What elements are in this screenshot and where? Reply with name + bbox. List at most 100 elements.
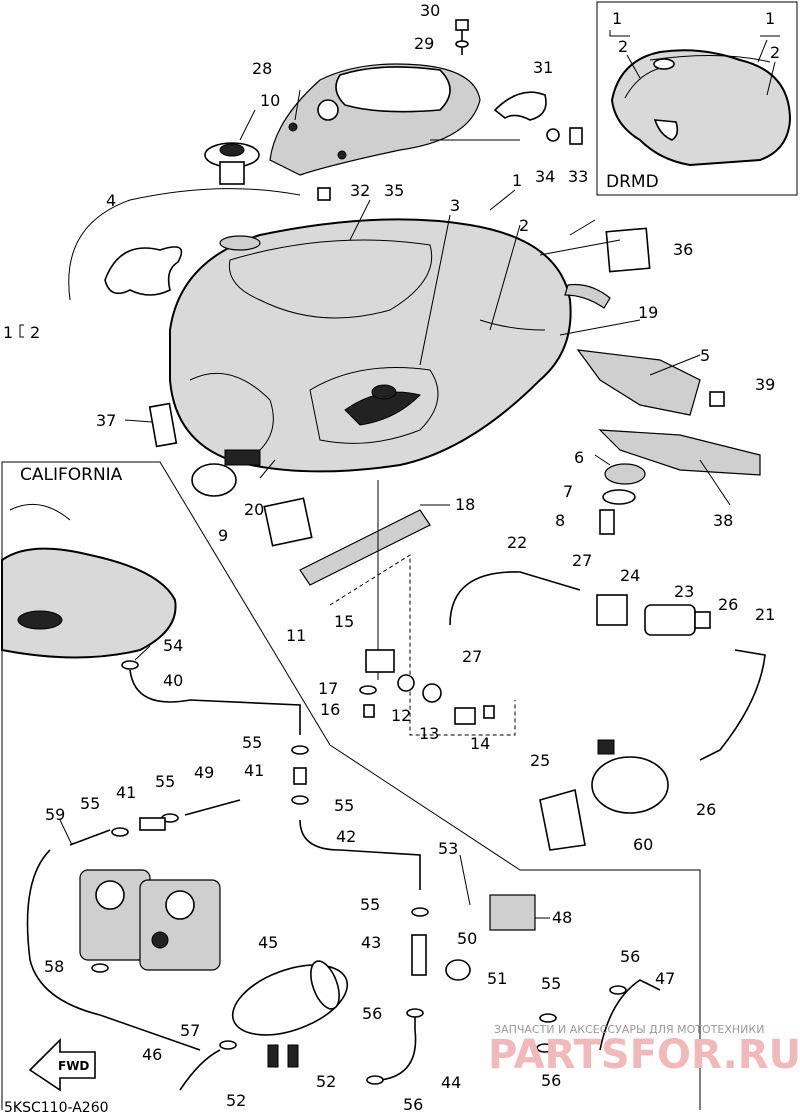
callout-49: 49 [194,763,214,782]
callout-51: 51 [487,969,507,988]
cover-plate [605,227,651,273]
callout-6: 6 [574,448,584,467]
callout-17: 17 [318,679,338,698]
label-1-left: 1 [3,323,13,342]
callout-7: 7 [563,482,573,501]
connector-41b [293,767,307,785]
callout-52-b: 52 [226,1091,246,1110]
fuel-pump [591,739,669,814]
label-2-drmd-left: 2 [618,37,628,56]
lower-bracket [598,429,761,476]
callout-42: 42 [336,827,356,846]
joint-43 [411,934,427,976]
callout-56-d: 56 [403,1095,423,1114]
bolt [569,127,583,145]
callout-18: 18 [455,495,475,514]
callout-8: 8 [555,511,565,530]
bracket [493,91,547,121]
clamp-24 [596,594,628,626]
callout-10: 10 [260,91,280,110]
hose-42 [299,819,421,890]
bolt-top [455,19,469,31]
callout-58: 58 [44,957,64,976]
callout-57: 57 [180,1021,200,1040]
callout-15: 15 [334,612,354,631]
callout-55-a: 55 [242,733,262,752]
callout-48: 48 [552,908,572,927]
bolt-39 [709,391,725,407]
hose-40 [129,669,301,735]
callout-55-c: 55 [80,794,100,813]
leader-lines [59,89,731,919]
callout-9: 9 [218,526,228,545]
callout-39: 39 [755,375,775,394]
label-2-drmd-right: 2 [770,43,780,62]
callout-60: 60 [633,835,653,854]
drmd-label: DRMD [606,172,659,192]
callout-26-top: 26 [718,595,738,614]
watermark: ЗАПЧАСТИ И АКСЕССУАРЫ ДЛЯ МОТОТЕХНИКИ PA… [488,1023,800,1078]
fwd-arrow: FWD [28,1038,96,1092]
callout-27: 27 [462,647,482,666]
bolt-8 [599,509,615,535]
fuel-filter [644,604,711,636]
callout-43: 43 [361,933,381,952]
callout-13: 13 [419,724,439,743]
tank-cap [204,142,260,185]
cover-plate-lower [263,497,313,547]
hose-49 [184,799,241,816]
callout-59: 59 [45,805,65,824]
callout-53: 53 [438,839,458,858]
callout-32: 32 [350,181,370,200]
callout-52-a: 52 [316,1072,336,1091]
callout-41-a: 41 [244,761,264,780]
damper [604,463,646,485]
callout-11: 11 [286,626,306,645]
drmd-inset: DRMD [596,1,798,196]
callout-55-f: 55 [541,974,561,993]
callout-4: 4 [106,191,116,210]
callout-46: 46 [142,1045,162,1064]
label-1-drmd-right: 1 [765,9,775,28]
callout-47: 47 [655,969,675,988]
pump-bracket [539,788,586,851]
callout-40: 40 [163,671,183,690]
callout-14: 14 [470,734,490,753]
label-2-left: 2 [30,323,40,342]
washer [546,128,560,142]
hose-clips [91,660,627,1085]
bracket-labels: 1 2 1 2 1 2 [3,9,780,342]
pad [224,449,261,466]
callout-24: 24 [620,566,640,585]
callout-36-top: 36 [673,240,693,259]
watermark-brand: PARTSFOR.RU [488,1032,800,1078]
california-label: CALIFORNIA [20,465,123,485]
callout-44: 44 [441,1073,461,1092]
hose-59-line [26,849,201,1051]
callout-55-d: 55 [334,796,354,815]
callout-55-e: 55 [360,895,380,914]
callout-23: 23 [674,582,694,601]
callout-16: 16 [320,700,340,719]
fwd-text: FWD [58,1059,89,1073]
callout-12: 12 [391,706,411,725]
watermark-caption: ЗАПЧАСТИ И АКСЕССУАРЫ ДЛЯ МОТОТЕХНИКИ [494,1023,764,1036]
callout-28: 28 [252,59,272,78]
callout-45: 45 [258,933,278,952]
hose-piece [148,402,178,448]
hose-44 [379,1010,417,1081]
callout-33: 33 [568,167,588,186]
callout-38: 38 [713,511,733,530]
callout-35: 35 [384,181,404,200]
callout-22: 22 [507,533,527,552]
callout-54: 54 [163,636,183,655]
label-1-drmd-left: 1 [612,9,622,28]
callout-1: 1 [512,171,522,190]
emblem-left [68,188,301,301]
canister [231,960,349,1068]
fuel-cock-assembly [329,480,516,736]
hose-46 [179,1049,221,1091]
washer-7 [602,489,636,505]
callout-19: 19 [638,303,658,322]
